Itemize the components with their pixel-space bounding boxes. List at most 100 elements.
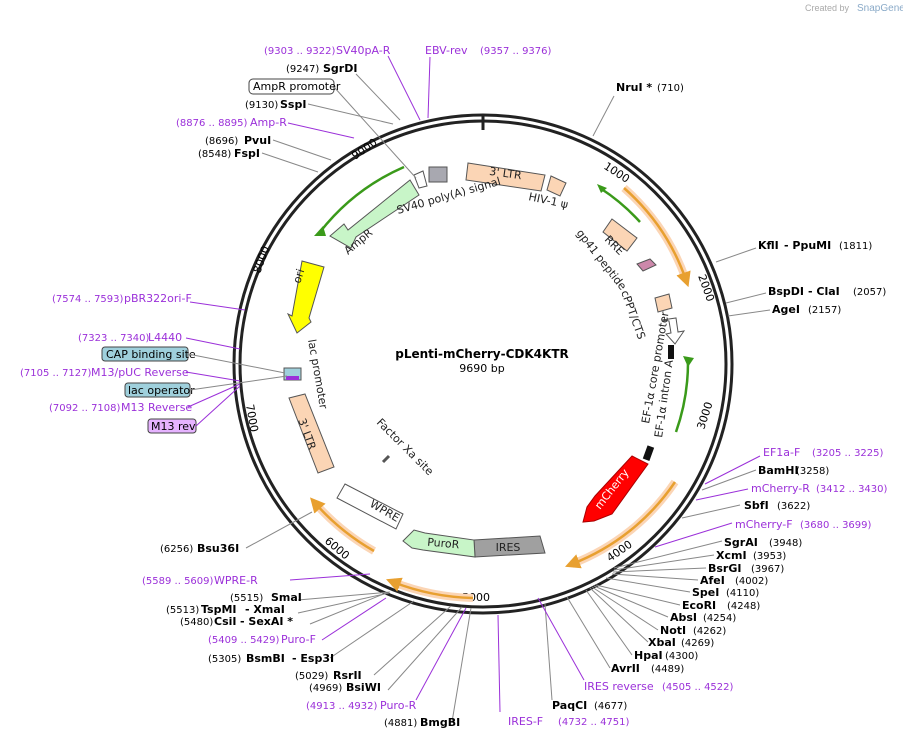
site-csii-pos: (5480) bbox=[180, 617, 213, 628]
site-bmgbi: BmgBI bbox=[420, 716, 460, 729]
site-hpai-pos: (4300) bbox=[665, 651, 698, 662]
m13-puc-leader bbox=[185, 371, 241, 382]
site-noti: NotI bbox=[660, 624, 686, 637]
site-bsmbi-pos: (5305) bbox=[208, 654, 241, 665]
pvui-leader bbox=[272, 139, 332, 161]
ltr-top-label: 3' LTR bbox=[488, 165, 522, 182]
wpre-feature bbox=[336, 483, 404, 530]
primer-ires-reverse: IRES reverse bbox=[584, 680, 654, 693]
ampr-promoter-leader bbox=[333, 86, 417, 179]
site-kfli: KflI bbox=[758, 239, 779, 252]
l4440-leader bbox=[185, 337, 241, 350]
bsu36i-leader bbox=[245, 511, 313, 549]
site-rsrii: RsrII bbox=[333, 669, 362, 682]
site-sexai: - SexAI * bbox=[240, 615, 293, 628]
sbfi-leader bbox=[681, 504, 741, 519]
factor-xa-label: Factor Xa site bbox=[374, 416, 436, 478]
site-avrii-pos: (4489) bbox=[651, 664, 684, 675]
ampr-green-arrowhead bbox=[314, 226, 326, 236]
site-xbai-pos: (4269) bbox=[681, 638, 714, 649]
site-bsu36i: Bsu36I bbox=[197, 542, 239, 555]
ires-label: IRES bbox=[496, 541, 521, 554]
primer-m13-reverse: M13 Reverse bbox=[121, 401, 192, 414]
kfli-leader bbox=[715, 247, 757, 263]
m13-rev-label: M13 rev bbox=[151, 420, 196, 433]
orange-arrow-top-right-line bbox=[623, 187, 691, 288]
gp41-feature bbox=[636, 258, 657, 272]
site-clai: - ClaI bbox=[808, 285, 840, 298]
sv40pa-r-leader bbox=[387, 55, 421, 121]
ampr-promoter-box-label: AmpR promoter bbox=[253, 80, 341, 93]
tick-7000: 7000 bbox=[243, 403, 261, 433]
primer-puro-f: Puro-F bbox=[281, 633, 316, 646]
ef1a-black-marker bbox=[668, 345, 674, 359]
primer-ef1a-f: EF1a-F bbox=[763, 446, 800, 459]
m13-reverse-leader bbox=[187, 383, 241, 408]
ef1a-f-leader bbox=[704, 455, 761, 485]
tick-1000: 1000 bbox=[601, 160, 632, 186]
site-sbfi: SbfI bbox=[744, 499, 769, 512]
primer-amp-r-pos: (8876 .. 8895) bbox=[176, 118, 248, 129]
plasmid-size: 9690 bp bbox=[459, 362, 504, 375]
ampr-promoter-box bbox=[248, 78, 335, 95]
orange-arrow-bottom-left-line bbox=[386, 577, 474, 600]
sgrdi-leader bbox=[355, 73, 401, 121]
puror-feature bbox=[402, 529, 476, 558]
rre-feature bbox=[602, 218, 638, 252]
site-paqci: PaqCI bbox=[552, 699, 587, 712]
site-sgrai-pos: (3948) bbox=[769, 538, 802, 549]
primer-ebv-rev-pos: (9357 .. 9376) bbox=[480, 46, 552, 57]
puro-r-leader bbox=[415, 607, 467, 701]
primer-mcherry-r-pos: (3412 .. 3430) bbox=[816, 484, 888, 495]
tick-8000: 8000 bbox=[251, 244, 273, 275]
orange-arrow-bottom-right-line bbox=[565, 481, 677, 569]
site-afei: AfeI bbox=[700, 574, 725, 587]
site-xmai: - XmaI bbox=[245, 603, 285, 616]
site-kfli-pos: (1811) bbox=[839, 241, 872, 252]
site-bsrgi-pos: (3967) bbox=[751, 564, 784, 575]
primer-puro-r-pos: (4913 .. 4932) bbox=[306, 701, 378, 712]
lac-operator-label: lac operator bbox=[128, 384, 195, 397]
snapgene-logo: SnapGene bbox=[857, 3, 903, 14]
mcherry-f-leader bbox=[654, 522, 733, 548]
primer-puro-f-pos: (5409 .. 5429) bbox=[208, 635, 280, 646]
cap-binding-site-label: CAP binding site bbox=[106, 348, 196, 361]
primer-ebv-rev: EBV-rev bbox=[425, 44, 468, 57]
site-xcmi: XcmI bbox=[716, 549, 747, 562]
site-xbai: XbaI bbox=[648, 636, 676, 649]
site-esp3i: - Esp3I bbox=[292, 652, 334, 665]
site-spei-pos: (4110) bbox=[726, 588, 759, 599]
site-sspi: SspI bbox=[280, 98, 306, 111]
plasmid-name: pLenti-mCherry-CDK4KTR bbox=[395, 347, 569, 361]
site-avrii: AvrII bbox=[611, 662, 640, 675]
site-bspdi-pos: (2057) bbox=[853, 287, 886, 298]
primer-m13-puc: M13/pUC Reverse bbox=[91, 366, 189, 379]
site-bmgbi-pos: (4881) bbox=[384, 718, 417, 729]
site-nrui: NruI * bbox=[616, 81, 652, 94]
puror-label: PuroR bbox=[427, 536, 460, 552]
lac-promoter-label: lac promoter bbox=[305, 338, 330, 410]
ef1a-black-marker-2 bbox=[642, 445, 655, 461]
site-afei-pos: (4002) bbox=[735, 576, 768, 587]
site-fspi: FspI bbox=[234, 147, 260, 160]
wpre-r-leader bbox=[289, 573, 371, 581]
fspi-leader bbox=[261, 152, 319, 173]
hiv-psi-feature bbox=[546, 175, 567, 197]
lac-feature-purple bbox=[286, 376, 299, 380]
ori-label: ori bbox=[290, 267, 307, 285]
mcherry-feature bbox=[582, 455, 649, 523]
site-tspmi-pos: (5513) bbox=[166, 605, 199, 616]
mcherry-r-leader bbox=[695, 488, 749, 501]
mcs-leaders bbox=[544, 540, 723, 701]
pbr322ori-f-leader bbox=[189, 301, 246, 311]
primer-pbr322ori-f: pBR322ori-F bbox=[124, 292, 192, 305]
ef1a-core-promoter-arrow bbox=[661, 317, 686, 345]
site-sgrdi: SgrDI bbox=[323, 62, 357, 75]
cppt-feature bbox=[654, 293, 673, 313]
primer-ires-f-pos: (4732 .. 4751) bbox=[558, 717, 630, 728]
primer-wpre-r-pos: (5589 .. 5609) bbox=[142, 576, 214, 587]
site-bsiwi: BsiWI bbox=[346, 681, 381, 694]
site-bsiwi-pos: (4969) bbox=[309, 683, 342, 694]
primer-sv40pa-r: SV40pA-R bbox=[336, 44, 391, 57]
